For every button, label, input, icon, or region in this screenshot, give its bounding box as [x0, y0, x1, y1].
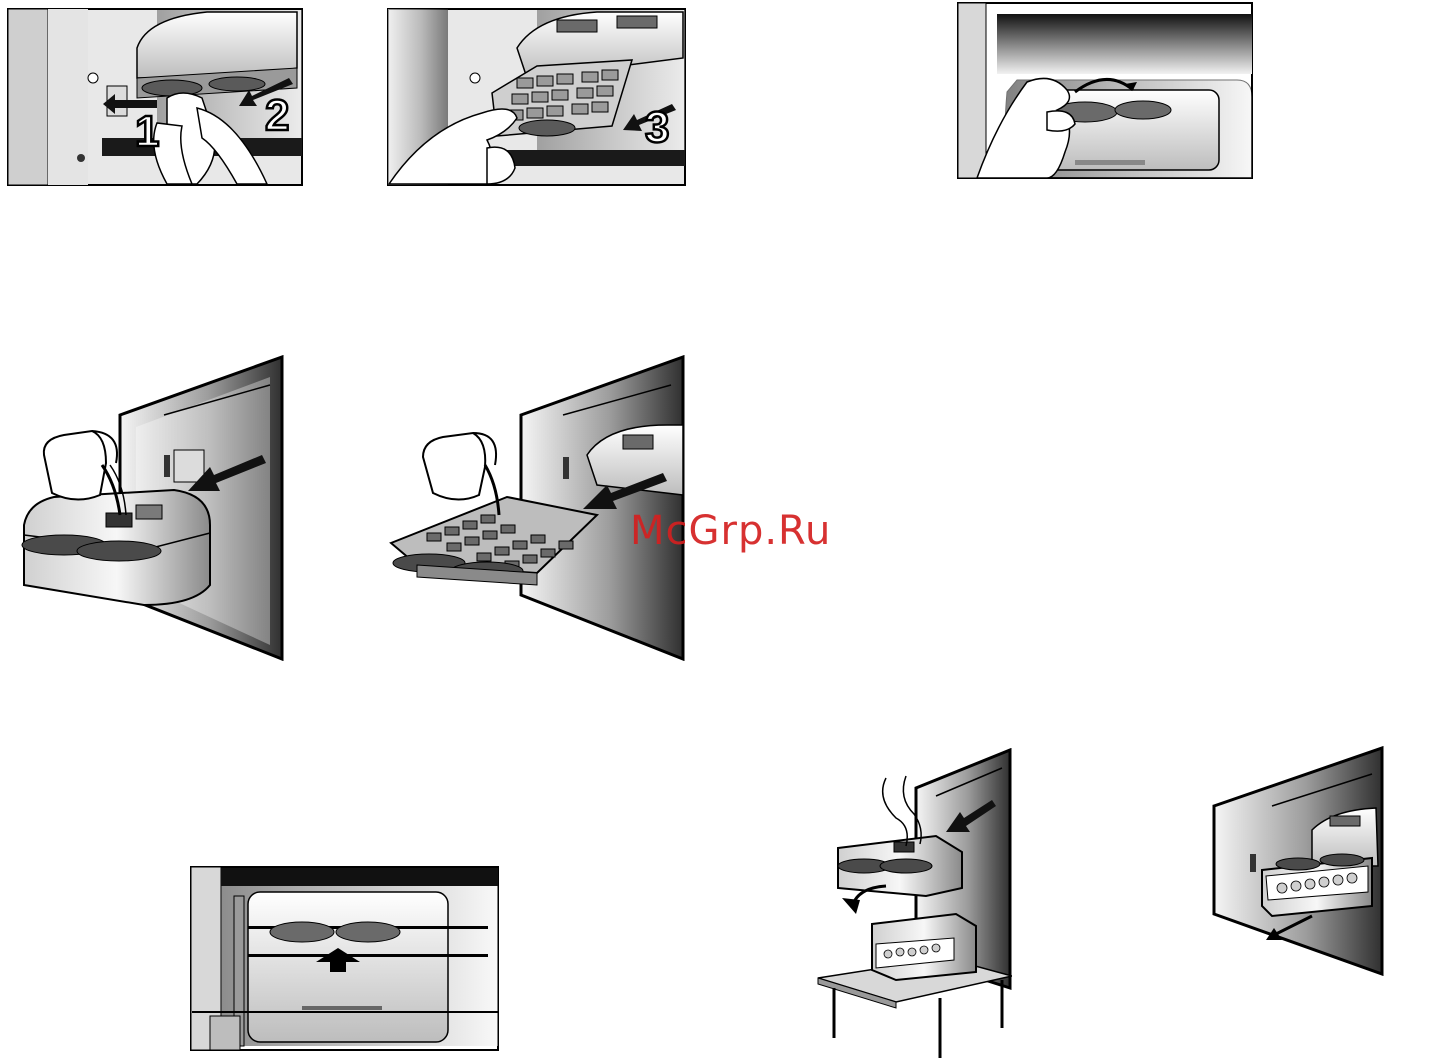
step-3-label: 3	[645, 103, 669, 152]
slide-tray-illustration: 3	[387, 8, 687, 188]
panel-turn-knob	[957, 2, 1254, 180]
panel-empty-box	[816, 748, 1012, 1060]
pull-box-illustration	[1212, 746, 1384, 976]
turn-knob-illustration	[957, 2, 1254, 180]
panel-push-knob	[190, 866, 500, 1052]
panel-pull-box	[1212, 746, 1384, 976]
empty-box-illustration	[816, 748, 1012, 1060]
step-1-label: 1	[135, 107, 159, 156]
panel-remove-tray: 1 2	[7, 8, 303, 188]
watermark: McGrp.Ru	[630, 508, 831, 554]
remove-tray-illustration: 1 2	[7, 8, 303, 188]
fill-box-illustration	[14, 355, 286, 661]
panel-fill-box	[14, 355, 286, 661]
push-knob-illustration	[190, 866, 500, 1052]
step-2-label: 2	[265, 91, 289, 140]
panel-slide-tray: 3	[387, 8, 687, 188]
